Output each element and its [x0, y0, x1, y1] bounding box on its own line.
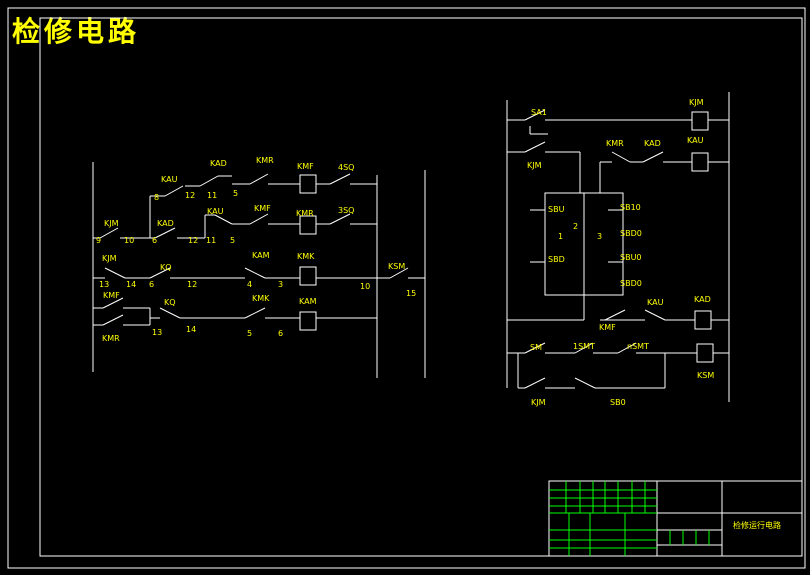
svg-text:10: 10: [360, 282, 370, 291]
svg-text:SM: SM: [530, 343, 542, 352]
inner-frame: [39, 17, 803, 557]
svg-text:12: 12: [188, 236, 198, 245]
svg-text:KMF: KMF: [599, 323, 616, 332]
svg-text:KMF: KMF: [297, 162, 314, 171]
svg-text:3SQ: 3SQ: [338, 206, 354, 215]
svg-text:KJM: KJM: [104, 219, 119, 228]
svg-text:6: 6: [278, 329, 283, 338]
outer-frame: [7, 7, 806, 569]
svg-text:14: 14: [186, 325, 196, 334]
left-circuit: [92, 162, 426, 378]
svg-text:SBU0: SBU0: [620, 253, 642, 262]
svg-text:2: 2: [573, 222, 578, 231]
svg-text:14: 14: [126, 280, 136, 289]
svg-text:SB0: SB0: [610, 398, 626, 407]
svg-text:KQ: KQ: [164, 298, 176, 307]
svg-text:KAM: KAM: [299, 297, 317, 306]
svg-text:11: 11: [206, 236, 216, 245]
svg-text:KAD: KAD: [694, 295, 711, 304]
svg-text:KAD: KAD: [157, 219, 174, 228]
title-block: [548, 480, 803, 557]
svg-text:KMR: KMR: [296, 209, 314, 218]
svg-text:KSM: KSM: [388, 262, 405, 271]
svg-text:SBD0: SBD0: [620, 229, 642, 238]
svg-text:KMK: KMK: [297, 252, 315, 261]
svg-text:KMR: KMR: [102, 334, 120, 343]
svg-text:1SMT: 1SMT: [573, 342, 595, 351]
right-circuit: [506, 92, 730, 402]
svg-text:KAU: KAU: [647, 298, 664, 307]
svg-text:SB10: SB10: [620, 203, 641, 212]
svg-text:SBD0: SBD0: [620, 279, 642, 288]
svg-text:5: 5: [230, 236, 235, 245]
svg-text:5: 5: [247, 329, 252, 338]
svg-text:SBU: SBU: [548, 205, 565, 214]
svg-text:KSM: KSM: [697, 371, 714, 380]
svg-text:3: 3: [597, 232, 602, 241]
svg-text:KMR: KMR: [606, 139, 624, 148]
svg-text:KMF: KMF: [254, 204, 271, 213]
svg-text:1: 1: [558, 232, 563, 241]
svg-text:13: 13: [99, 280, 109, 289]
svg-text:KJM: KJM: [102, 254, 117, 263]
svg-text:6: 6: [149, 280, 154, 289]
svg-text:10: 10: [124, 236, 134, 245]
svg-text:KJM: KJM: [689, 98, 704, 107]
svg-text:KMR: KMR: [256, 156, 274, 165]
svg-text:13: 13: [152, 328, 162, 337]
svg-text:15: 15: [406, 289, 416, 298]
svg-text:KQ: KQ: [160, 263, 172, 272]
svg-text:KAD: KAD: [644, 139, 661, 148]
svg-text:KJM: KJM: [527, 161, 542, 170]
svg-text:KAU: KAU: [161, 175, 178, 184]
svg-text:4SQ: 4SQ: [338, 163, 354, 172]
svg-text:nSMT: nSMT: [627, 342, 649, 351]
svg-text:SBD: SBD: [548, 255, 565, 264]
svg-text:KJM: KJM: [531, 398, 546, 407]
svg-text:KAD: KAD: [210, 159, 227, 168]
svg-text:KMK: KMK: [252, 294, 270, 303]
title-block-title: 检修运行电路: [733, 520, 781, 530]
svg-text:12: 12: [187, 280, 197, 289]
left-circuit-labels: KAU KAD KMR KMF 4SQ 8 12 11 5 KJM KAD KAU KMF KMR 3S…: [96, 156, 416, 343]
svg-text:KMF: KMF: [103, 291, 120, 300]
svg-text:5: 5: [233, 189, 238, 198]
svg-text:11: 11: [207, 191, 217, 200]
svg-text:12: 12: [185, 191, 195, 200]
svg-text:6: 6: [152, 236, 157, 245]
drawing-title: 检修电路: [12, 15, 141, 48]
svg-text:8: 8: [154, 193, 159, 202]
svg-text:9: 9: [96, 236, 101, 245]
svg-text:KAM: KAM: [252, 251, 270, 260]
svg-text:KAU: KAU: [687, 136, 704, 145]
svg-text:4: 4: [247, 280, 252, 289]
svg-text:KAU: KAU: [207, 207, 224, 216]
svg-text:3: 3: [278, 280, 283, 289]
svg-text:SA1: SA1: [531, 108, 547, 117]
